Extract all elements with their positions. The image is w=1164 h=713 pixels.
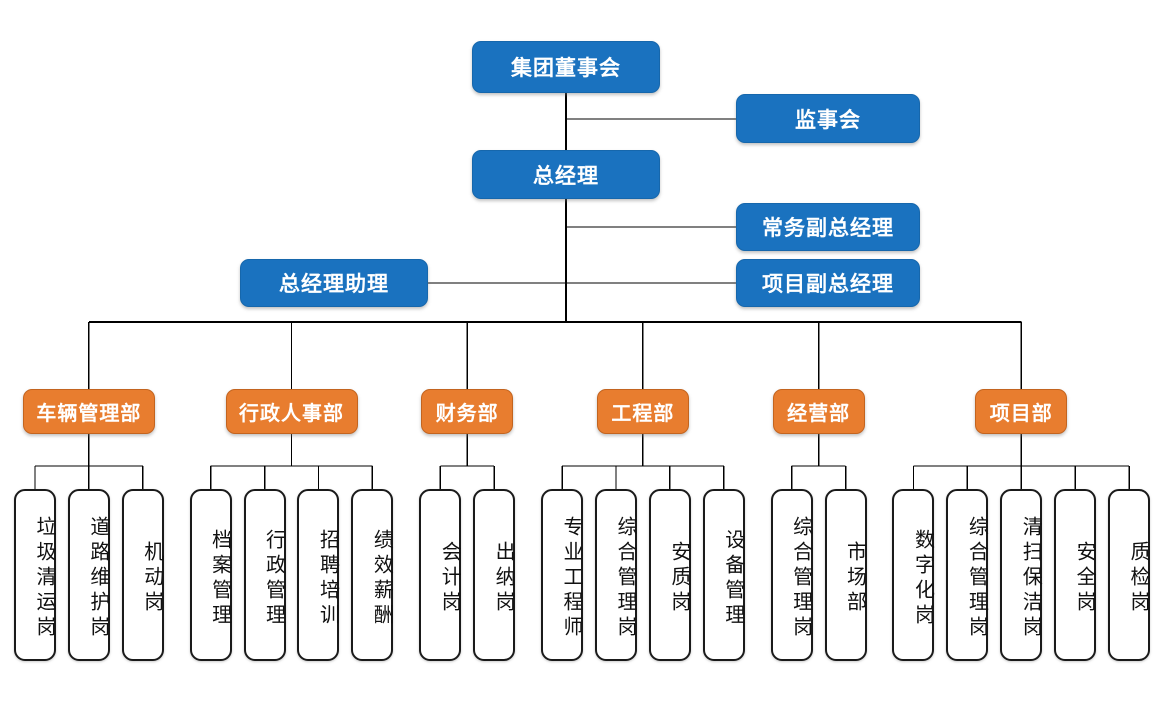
leaf-node-label: 专业工程师: [560, 516, 583, 641]
node-general-manager-label: 总经理: [533, 164, 599, 188]
leaf-node-position[interactable]: 道路维护岗: [67, 489, 110, 661]
department-node-label: 经营部: [787, 403, 851, 425]
department-node[interactable]: 财务部: [421, 389, 514, 434]
node-supervisory-board[interactable]: 监事会: [736, 94, 920, 143]
leaf-node-position[interactable]: 综合管理岗: [770, 489, 813, 661]
leaf-node-position[interactable]: 综合管理岗: [594, 489, 637, 661]
leaf-node-position[interactable]: 市场部: [824, 489, 867, 661]
node-board-label: 集团董事会: [511, 57, 621, 80]
leaf-node-label: 市场部: [843, 541, 866, 616]
leaf-node-label: 设备管理: [721, 528, 744, 629]
department-node-label: 财务部: [435, 403, 499, 425]
leaf-node-label: 道路维护岗: [86, 516, 109, 641]
leaf-node-label: 安质岗: [667, 541, 690, 616]
leaf-node-label: 机动岗: [140, 541, 163, 616]
department-node[interactable]: 行政人事部: [225, 389, 358, 434]
leaf-node-position[interactable]: 质检岗: [1108, 489, 1151, 661]
department-node-label: 项目部: [989, 403, 1053, 425]
leaf-node-label: 清扫保洁岗: [1019, 516, 1042, 641]
node-executive-vice-gm-label: 常务副总经理: [762, 217, 894, 240]
leaf-node-position[interactable]: 综合管理岗: [946, 489, 989, 661]
leaf-node-label: 综合管理岗: [965, 516, 988, 641]
node-executive-vice-gm[interactable]: 常务副总经理: [736, 203, 920, 251]
leaf-node-label: 会计岗: [438, 541, 461, 616]
node-board[interactable]: 集团董事会: [472, 41, 660, 93]
node-gm-assistant-label: 总经理助理: [279, 273, 389, 296]
node-gm-assistant[interactable]: 总经理助理: [240, 259, 428, 307]
leaf-node-position[interactable]: 安全岗: [1054, 489, 1097, 661]
leaf-node-position[interactable]: 机动岗: [121, 489, 164, 661]
department-node-label: 车辆管理部: [36, 403, 142, 425]
department-node[interactable]: 项目部: [975, 389, 1068, 434]
leaf-node-position[interactable]: 会计岗: [419, 489, 462, 661]
node-supervisory-board-label: 监事会: [795, 108, 861, 132]
leaf-node-label: 招聘培训: [316, 528, 339, 629]
leaf-node-position[interactable]: 清扫保洁岗: [1000, 489, 1043, 661]
department-node-label: 行政人事部: [239, 403, 344, 425]
leaf-node-label: 数字化岗: [911, 528, 934, 629]
leaf-node-position[interactable]: 设备管理: [702, 489, 745, 661]
leaf-node-position[interactable]: 出纳岗: [473, 489, 516, 661]
leaf-node-label: 出纳岗: [492, 541, 515, 616]
department-node[interactable]: 车辆管理部: [22, 389, 155, 434]
leaf-node-position[interactable]: 绩效薪酬: [351, 489, 394, 661]
leaf-node-label: 档案管理: [208, 528, 231, 629]
leaf-node-position[interactable]: 招聘培训: [297, 489, 340, 661]
leaf-node-position[interactable]: 专业工程师: [541, 489, 584, 661]
department-node-label: 工程部: [611, 403, 675, 425]
leaf-node-position[interactable]: 数字化岗: [892, 489, 935, 661]
leaf-node-position[interactable]: 安质岗: [648, 489, 691, 661]
department-node[interactable]: 经营部: [772, 389, 865, 434]
leaf-node-label: 安全岗: [1073, 541, 1096, 616]
department-node[interactable]: 工程部: [596, 389, 689, 434]
leaf-node-label: 垃圾清运岗: [32, 516, 55, 641]
node-project-vice-gm-label: 项目副总经理: [762, 273, 894, 296]
leaf-node-label: 质检岗: [1127, 541, 1150, 616]
leaf-node-position[interactable]: 档案管理: [189, 489, 232, 661]
node-general-manager[interactable]: 总经理: [472, 150, 660, 199]
leaf-node-label: 综合管理岗: [789, 516, 812, 641]
node-project-vice-gm[interactable]: 项目副总经理: [736, 259, 920, 307]
leaf-node-label: 绩效薪酬: [370, 528, 393, 629]
leaf-node-position[interactable]: 垃圾清运岗: [13, 489, 56, 661]
leaf-node-position[interactable]: 行政管理: [243, 489, 286, 661]
leaf-node-label: 行政管理: [262, 528, 285, 629]
leaf-node-label: 综合管理岗: [613, 516, 636, 641]
